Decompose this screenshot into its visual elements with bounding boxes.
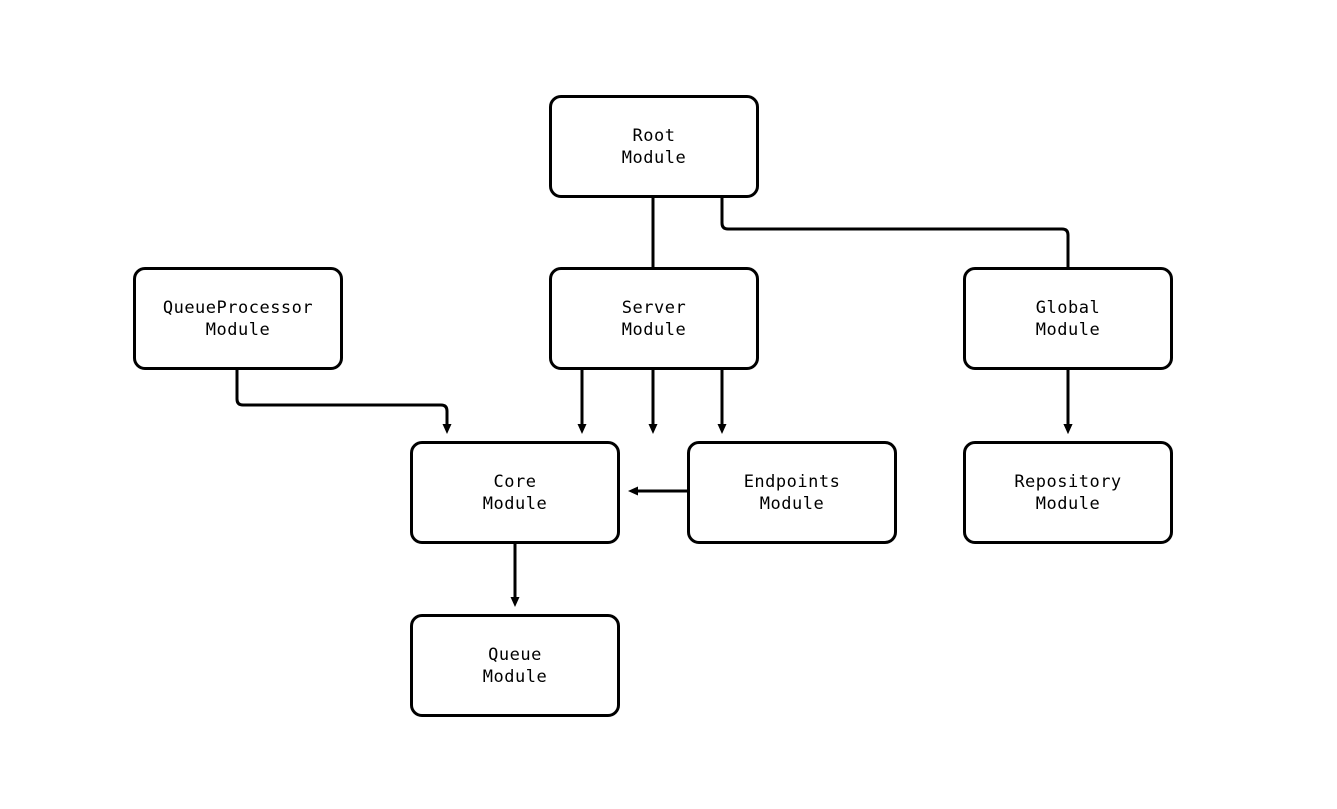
node-root-module-subtitle: Module — [621, 147, 687, 168]
node-root-module-title: Root — [632, 125, 676, 146]
node-core-module[interactable]: Core Module — [410, 441, 620, 544]
node-global-module[interactable]: Global Module — [963, 267, 1173, 370]
node-repository-module[interactable]: Repository Module — [963, 441, 1173, 544]
node-global-module-title: Global — [1035, 297, 1101, 318]
node-queue-module-subtitle: Module — [482, 666, 548, 687]
node-endpoints-module[interactable]: Endpoints Module — [687, 441, 897, 544]
node-core-module-title: Core — [493, 471, 537, 492]
node-endpoints-module-title: Endpoints — [743, 471, 841, 492]
node-queueprocessor-module-subtitle: Module — [205, 319, 271, 340]
node-repository-module-subtitle: Module — [1035, 493, 1101, 514]
node-queue-module[interactable]: Queue Module — [410, 614, 620, 717]
node-queueprocessor-module-title: QueueProcessor — [162, 297, 314, 318]
edge-queueprocessor-to-core — [235, 370, 452, 434]
node-queue-module-title: Queue — [488, 644, 542, 665]
node-endpoints-module-subtitle: Module — [759, 493, 825, 514]
node-server-module-subtitle: Module — [621, 319, 687, 340]
node-core-module-subtitle: Module — [482, 493, 548, 514]
node-root-module[interactable]: Root Module — [549, 95, 759, 198]
node-server-module-title: Server — [621, 297, 687, 318]
node-global-module-subtitle: Module — [1035, 319, 1101, 340]
edge-root-to-global — [720, 198, 1073, 434]
node-server-module[interactable]: Server Module — [549, 267, 759, 370]
node-repository-module-title: Repository — [1014, 471, 1122, 492]
node-queueprocessor-module[interactable]: QueueProcessor Module — [133, 267, 343, 370]
